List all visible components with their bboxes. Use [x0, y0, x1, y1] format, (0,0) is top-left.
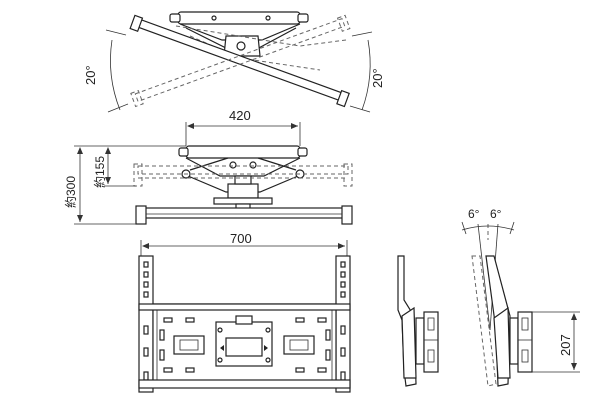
dim-label-155: 約155: [92, 156, 107, 188]
tilt-detail: [521, 317, 529, 331]
mount-bracket: [213, 197, 273, 205]
tilt-guide: [477, 223, 491, 331]
profile-connector: [415, 317, 425, 365]
side-view: 420 約155: [63, 108, 353, 225]
tilt-detail: [521, 349, 529, 363]
panel-extended: [141, 207, 347, 219]
tilt-panel-ghost: [471, 255, 497, 387]
panel-collapsed-end: [133, 163, 143, 187]
rotated-panel: [129, 14, 350, 108]
profile-wall-block: [423, 311, 439, 373]
pivot: [236, 41, 246, 51]
panel-extended-end: [135, 205, 147, 225]
profile-view: [397, 255, 439, 387]
panel-end-ghost: [130, 89, 144, 108]
rail-slots-left: [143, 261, 149, 381]
window-left: [173, 335, 205, 355]
angle-ext-right: [351, 31, 373, 37]
window-left-inner: [179, 339, 199, 351]
top-view: 20° 20°: [83, 11, 385, 113]
wall-plate-end-right: [297, 13, 309, 23]
panel-bar: [134, 17, 346, 103]
angle-arc-right: [361, 39, 371, 111]
wall-plate: [177, 11, 301, 25]
dim-label-700: 700: [230, 231, 252, 246]
tilt-plate: [493, 306, 511, 379]
pivot: [249, 161, 257, 169]
wall-plate-end-left: [169, 13, 181, 23]
scissor-arm: [185, 157, 301, 177]
center-block-top: [234, 175, 252, 185]
angle-ext-right: [349, 105, 371, 113]
front-view: 700: [138, 231, 351, 393]
bolt: [265, 357, 271, 363]
tilt-tick: [509, 221, 515, 235]
plate-slots: [159, 317, 331, 373]
scissor-arm: [189, 157, 229, 171]
window-right-inner: [289, 339, 309, 351]
panel-collapsed-ghost: [137, 165, 349, 175]
tilt-tick: [461, 221, 467, 235]
side-wall-plate-end: [178, 147, 189, 157]
side-wall-plate: [185, 145, 301, 159]
tilt-label-back: 6°: [490, 207, 502, 221]
arm-ghost: [175, 25, 347, 47]
profile-detail: [427, 349, 435, 363]
panel-extended-end: [341, 205, 353, 225]
scissor-arm: [257, 157, 297, 171]
dim-label-300: 約300: [63, 176, 78, 208]
profile-plate: [401, 306, 417, 379]
angle-ext-left: [107, 103, 129, 113]
tilt-label-forward: 6°: [468, 207, 480, 221]
screw-hole: [211, 15, 217, 21]
angle-label-right: 20°: [370, 68, 385, 88]
bolt: [217, 357, 223, 363]
bottom-bar: [138, 379, 351, 389]
pivot: [229, 161, 237, 169]
dim-label-207: 207: [558, 334, 573, 356]
bolt: [265, 327, 271, 333]
tilt-wall-block: [517, 311, 533, 373]
bolt: [217, 327, 223, 333]
panel-end: [129, 14, 144, 33]
top-bar: [138, 303, 351, 311]
tilt-view: 6° 6° 207: [461, 207, 580, 387]
dim-label-420: 420: [229, 108, 251, 123]
panel-collapsed-end: [343, 163, 353, 187]
tilt-connector: [509, 317, 519, 365]
panel-end-ghost: [336, 14, 351, 32]
angle-label-left: 20°: [83, 65, 98, 85]
center-block: [227, 183, 259, 199]
tilt-arc: [461, 225, 515, 231]
panel-end: [336, 89, 350, 108]
angle-ext-left: [105, 29, 127, 36]
center-bracket-window: [225, 337, 263, 357]
angle-arc-left: [110, 39, 121, 111]
side-wall-plate-end: [297, 147, 308, 157]
profile-detail: [427, 317, 435, 331]
arm-ghost: [189, 35, 321, 71]
window-right: [283, 335, 315, 355]
screw-hole: [265, 15, 271, 21]
center-bracket-top: [235, 315, 253, 325]
